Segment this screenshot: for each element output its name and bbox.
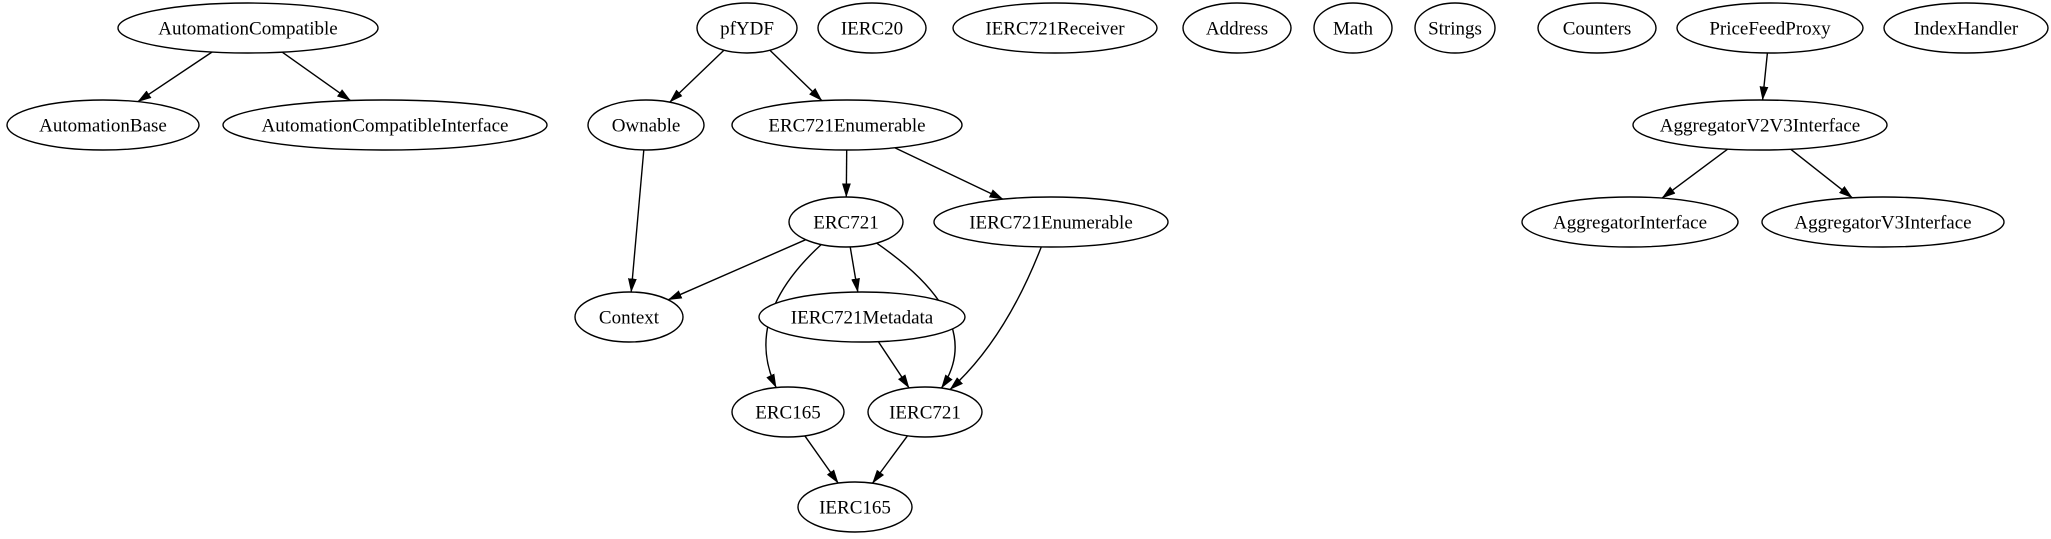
edge-pfYDF-to-Ownable bbox=[669, 49, 725, 103]
node-ellipse-IERC721Metadata bbox=[758, 291, 966, 343]
graph-node-ERC721Enumerable: ERC721Enumerable bbox=[731, 99, 963, 151]
graph-node-AutomationBase: AutomationBase bbox=[6, 99, 200, 151]
node-label-PriceFeedProxy: PriceFeedProxy bbox=[1709, 19, 1831, 40]
edge-PriceFeedProxy-to-AggregatorV2V3Interface bbox=[1759, 52, 1769, 101]
graph-node-AggregatorV3Interface: AggregatorV3Interface bbox=[1761, 196, 2005, 248]
node-ellipse-pfYDF bbox=[696, 2, 798, 54]
node-ellipse-Ownable bbox=[587, 99, 705, 151]
edge-AggregatorV2V3Interface-to-AggregatorInterface bbox=[1661, 148, 1729, 199]
node-label-AggregatorV3Interface: AggregatorV3Interface bbox=[1794, 213, 1971, 234]
node-ellipse-Strings bbox=[1414, 2, 1496, 54]
node-label-Math: Math bbox=[1333, 19, 1374, 40]
graph-node-pfYDF: pfYDF bbox=[696, 2, 798, 54]
graph-node-AutomationCompatible: AutomationCompatible bbox=[117, 2, 379, 54]
node-label-Ownable: Ownable bbox=[612, 116, 681, 137]
graph-node-IERC721Enumerable: IERC721Enumerable bbox=[933, 196, 1169, 248]
graph-node-IERC20: IERC20 bbox=[817, 2, 927, 54]
node-label-Address: Address bbox=[1206, 19, 1268, 40]
node-label-IERC20: IERC20 bbox=[841, 19, 903, 40]
graph-node-AggregatorInterface: AggregatorInterface bbox=[1521, 196, 1739, 248]
node-label-ERC165: ERC165 bbox=[755, 403, 820, 424]
node-label-Counters: Counters bbox=[1563, 19, 1632, 40]
graph-node-Math: Math bbox=[1313, 2, 1393, 54]
node-ellipse-AutomationBase bbox=[6, 99, 200, 151]
node-label-IndexHandler: IndexHandler bbox=[1914, 19, 2019, 40]
node-ellipse-IERC721Enumerable bbox=[933, 196, 1169, 248]
edge-AutomationCompatible-to-AutomationBase bbox=[137, 51, 213, 103]
node-ellipse-ERC721Enumerable bbox=[731, 99, 963, 151]
graph-node-AggregatorV2V3Interface: AggregatorV2V3Interface bbox=[1632, 99, 1888, 151]
edge-AggregatorV2V3Interface-to-AggregatorV3Interface bbox=[1790, 148, 1853, 199]
edge-IERC721Metadata-to-IERC721 bbox=[877, 341, 910, 389]
node-ellipse-Math bbox=[1313, 2, 1393, 54]
node-label-AutomationCompatible: AutomationCompatible bbox=[158, 19, 337, 40]
node-ellipse-ERC165 bbox=[731, 386, 845, 438]
graph-node-IndexHandler: IndexHandler bbox=[1883, 2, 2049, 54]
node-ellipse-AggregatorInterface bbox=[1521, 196, 1739, 248]
graph-node-IERC721Receiver: IERC721Receiver bbox=[952, 2, 1158, 54]
edge-IERC721Enumerable-to-IERC721 bbox=[949, 246, 1042, 391]
edge-IERC721-to-IERC165 bbox=[871, 435, 909, 484]
node-ellipse-AutomationCompatibleInterface bbox=[222, 99, 548, 151]
graph-node-ERC165: ERC165 bbox=[731, 386, 845, 438]
edge-Ownable-to-Context bbox=[628, 149, 645, 293]
node-label-Strings: Strings bbox=[1428, 19, 1482, 40]
graph-node-IERC165: IERC165 bbox=[797, 481, 913, 533]
edge-ERC721-to-Context bbox=[667, 239, 806, 301]
node-ellipse-IERC165 bbox=[797, 481, 913, 533]
node-ellipse-AutomationCompatible bbox=[117, 2, 379, 54]
edge-ERC721Enumerable-to-IERC721Enumerable bbox=[894, 147, 1004, 200]
node-ellipse-IERC721 bbox=[867, 386, 983, 438]
edges-layer bbox=[137, 49, 1853, 484]
node-ellipse-Context bbox=[574, 291, 684, 343]
nodes-layer: AutomationCompatible pfYDF IERC20 IERC721Re… bbox=[6, 2, 2049, 533]
node-label-IERC721Receiver: IERC721Receiver bbox=[985, 19, 1125, 40]
graph-node-ERC721: ERC721 bbox=[788, 196, 904, 248]
node-label-IERC721Enumerable: IERC721Enumerable bbox=[969, 213, 1133, 234]
node-ellipse-IERC721Receiver bbox=[952, 2, 1158, 54]
node-label-pfYDF: pfYDF bbox=[720, 19, 774, 40]
node-ellipse-ERC721 bbox=[788, 196, 904, 248]
node-ellipse-IERC20 bbox=[817, 2, 927, 54]
edge-AutomationCompatible-to-AutomationCompatibleInterface bbox=[281, 51, 351, 102]
node-ellipse-AggregatorV3Interface bbox=[1761, 196, 2005, 248]
graph-node-Counters: Counters bbox=[1537, 2, 1657, 54]
node-label-ERC721Enumerable: ERC721Enumerable bbox=[768, 116, 925, 137]
graph-node-AutomationCompatibleInterface: AutomationCompatibleInterface bbox=[222, 99, 548, 151]
node-ellipse-AggregatorV2V3Interface bbox=[1632, 99, 1888, 151]
graph-node-Address: Address bbox=[1182, 2, 1292, 54]
graph-node-Context: Context bbox=[574, 291, 684, 343]
node-label-AutomationBase: AutomationBase bbox=[39, 116, 167, 137]
graph-node-PriceFeedProxy: PriceFeedProxy bbox=[1676, 2, 1864, 54]
node-ellipse-Address bbox=[1182, 2, 1292, 54]
node-ellipse-Counters bbox=[1537, 2, 1657, 54]
node-label-Context: Context bbox=[599, 308, 660, 329]
node-label-AggregatorV2V3Interface: AggregatorV2V3Interface bbox=[1660, 116, 1860, 137]
node-ellipse-PriceFeedProxy bbox=[1676, 2, 1864, 54]
node-label-IERC721Metadata: IERC721Metadata bbox=[791, 308, 934, 329]
edge-pfYDF-to-ERC721Enumerable bbox=[769, 49, 823, 102]
node-ellipse-IndexHandler bbox=[1883, 2, 2049, 54]
graph-node-Strings: Strings bbox=[1414, 2, 1496, 54]
node-label-IERC165: IERC165 bbox=[819, 498, 891, 519]
edge-ERC165-to-IERC165 bbox=[804, 435, 839, 484]
node-label-AutomationCompatibleInterface: AutomationCompatibleInterface bbox=[262, 116, 509, 137]
graph-node-IERC721Metadata: IERC721Metadata bbox=[758, 291, 966, 343]
node-label-AggregatorInterface: AggregatorInterface bbox=[1553, 213, 1707, 234]
graph-node-IERC721: IERC721 bbox=[867, 386, 983, 438]
node-label-ERC721: ERC721 bbox=[813, 213, 878, 234]
graph-node-Ownable: Ownable bbox=[587, 99, 705, 151]
node-label-IERC721: IERC721 bbox=[889, 403, 961, 424]
edge-ERC721-to-IERC721Metadata bbox=[849, 246, 860, 293]
